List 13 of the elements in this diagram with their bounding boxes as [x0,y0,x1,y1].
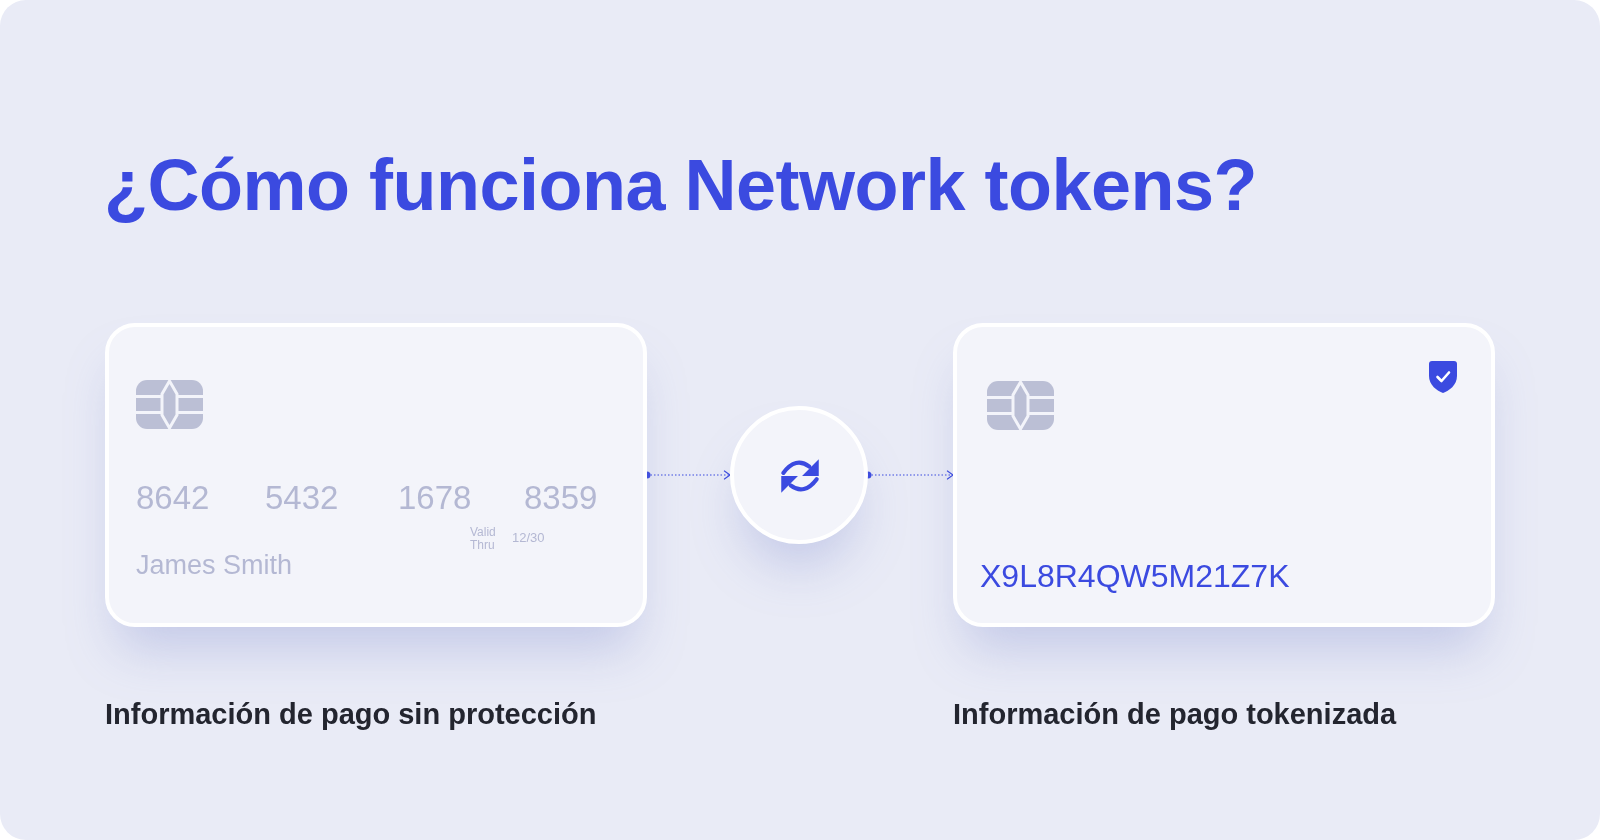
card-number: 1678 [398,481,472,514]
card-number: 8642 [136,481,210,514]
title: ¿Cómo funciona Network tokens? [104,149,1258,221]
expiry-label: Valid Thru [470,526,497,552]
token-number: X9L8R4QW5M21Z7K [980,560,1290,592]
card-caption: Información de pago sin protección [105,697,597,731]
card-caption: Información de pago tokenizada [953,697,1397,731]
payment-card [953,323,1495,627]
cardholder-name: James Smith [136,552,293,579]
expiry-date: 12/30 [512,531,545,544]
card-number: 5432 [265,481,339,514]
card-number: 8359 [524,481,598,514]
payment-card [105,323,647,627]
